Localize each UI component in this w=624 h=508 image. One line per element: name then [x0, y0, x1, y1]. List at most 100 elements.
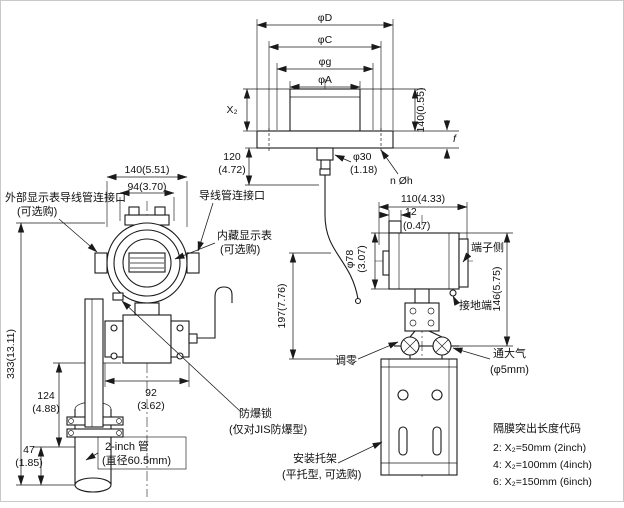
- dim-phi-a: φA: [289, 74, 361, 91]
- dim-height-right-label: 140(0.55): [415, 88, 427, 133]
- dim-92: 92 (3.62): [104, 377, 190, 412]
- label-bracket-line1: 安装托架: [293, 451, 337, 465]
- flameproof-lock-screw: [112, 292, 124, 301]
- dim-12-mm: 12: [405, 206, 417, 218]
- dim-94-label: 94(3.70): [127, 181, 166, 193]
- dim-124-mm: 124: [37, 390, 55, 402]
- conduit-boss-left: [94, 252, 108, 274]
- side-view: 110(4.33) 12 (0.47) φ78 (3.07) 146(5.75): [282, 193, 529, 481]
- dim-phi78-mm: φ78: [344, 250, 356, 269]
- terminal-cover: [458, 238, 469, 288]
- dim-124-in: (4.88): [32, 403, 59, 415]
- dim-12: 12 (0.47): [379, 206, 430, 232]
- label-vent-line1: 通大气: [493, 346, 526, 360]
- dim-110-label: 110(4.33): [401, 193, 445, 205]
- label-zero-adjust: 调零: [335, 341, 399, 367]
- dim-120-in: (4.72): [218, 164, 245, 176]
- legend-item-2: 4: X₂=100mm (4inch): [493, 459, 592, 471]
- dim-110: 110(4.33): [378, 193, 468, 211]
- dim-94: 94(3.70): [119, 181, 175, 197]
- transmitter-side: [382, 220, 469, 297]
- top-flange-view: φD φC φg φA X₂: [218, 12, 459, 187]
- label-indicator-line1: 内藏显示表: [217, 228, 272, 242]
- legend-item-1: 2: X₂=50mm (2inch): [493, 442, 586, 454]
- label-phi30: φ30 (1.18): [334, 151, 377, 176]
- dim-47-mm: 47: [23, 444, 35, 456]
- legend-diaphragm-codes: 隔膜突出长度代码 2: X₂=50mm (2inch) 4: X₂=100mm …: [493, 421, 592, 488]
- flange-neck: [316, 147, 334, 176]
- dim-146-label: 146(5.75): [491, 267, 503, 312]
- label-2inch-pipe: 2-inch 管 (直径60.5mm): [85, 436, 187, 470]
- extension-lines-front: [16, 181, 190, 486]
- ground-screw: [449, 289, 457, 297]
- dim-12-in: (0.47): [403, 220, 430, 232]
- drain-vent-tube: [197, 286, 233, 339]
- dim-333-label: 333(13.11): [5, 329, 17, 379]
- dim-phi30-in: (1.18): [350, 164, 377, 176]
- label-bolt-holes: n Øh: [380, 149, 413, 187]
- dim-197: 197(7.76): [276, 252, 345, 360]
- label-pipe-line2: (直径60.5mm): [102, 453, 171, 467]
- dim-phi-d: φD: [256, 12, 394, 29]
- dim-140-label: 140(5.51): [125, 164, 170, 176]
- label-vent-line2: (φ5mm): [490, 364, 529, 376]
- transmitter-head-front: [94, 206, 200, 304]
- dim-140: 140(5.51): [106, 164, 188, 181]
- process-connection-side: [404, 288, 440, 332]
- label-ground-terminal: 接地端: [452, 295, 492, 312]
- dim-146: 146(5.75): [491, 232, 511, 347]
- label-ext-conduit: 外部显示表导线管连接口 (可选购): [5, 190, 126, 253]
- dim-phi78-in: (3.07): [356, 245, 368, 272]
- label-ext-conduit-line2: (可选购): [17, 204, 57, 218]
- lcd-display: [128, 252, 166, 273]
- dim-phi30-mm: φ30: [353, 151, 372, 163]
- label-lock-line1: 防爆锁: [239, 406, 272, 420]
- manifold-valves: [394, 330, 459, 363]
- label-vent-atmosphere: 通大气 (φ5mm): [452, 346, 529, 376]
- dim-120-mm: 120: [223, 151, 241, 163]
- legend-item-3: 6: X₂=150mm (6inch): [493, 476, 592, 488]
- mounting-bracket-side: [380, 358, 458, 476]
- mounting-bracket-front: [84, 298, 104, 428]
- label-flameproof-lock: 防爆锁 (仅对JIS防爆型): [121, 300, 307, 436]
- front-view: 140(5.51) 94(3.70): [5, 164, 307, 493]
- label-zero-text: 调零: [335, 354, 357, 367]
- dim-197-label: 197(7.76): [276, 284, 288, 329]
- dim-phi-g-label: φg: [319, 56, 332, 68]
- label-lock-line2: (仅对JIS防爆型): [229, 422, 307, 436]
- dim-120: 120 (4.72): [218, 147, 253, 186]
- diaphragm-extension-block: [289, 88, 361, 132]
- process-flange-front: [104, 286, 233, 364]
- dim-92-mm: 92: [145, 387, 157, 399]
- bolt-holes-label: n Øh: [390, 175, 413, 187]
- label-mounting-bracket: 安装托架 (平托型, 可选购): [282, 441, 383, 481]
- label-terminal-side: 端子侧: [462, 241, 504, 263]
- dim-phi-a-label: φA: [318, 74, 332, 86]
- dim-height-right: 140(0.55): [411, 88, 427, 133]
- conduit-boss-right: [186, 252, 200, 274]
- label-ground-text: 接地端: [459, 299, 492, 312]
- label-bracket-line2: (平托型, 可选购): [282, 467, 361, 481]
- dim-phi-g: φg: [276, 56, 374, 73]
- label-conduit-text: 导线管连接口: [199, 188, 265, 202]
- dim-flange-thickness-f: f: [443, 120, 457, 159]
- dim-47: 47 (1.85): [15, 444, 45, 486]
- label-pipe-line1: 2-inch 管: [105, 439, 149, 453]
- label-ext-conduit-line1: 外部显示表导线管连接口: [5, 190, 126, 204]
- dim-phi-c: φC: [268, 34, 382, 51]
- dim-92-in: (3.62): [137, 400, 164, 412]
- vent-plug: [188, 333, 198, 344]
- dim-phi-d-label: φD: [318, 12, 333, 24]
- label-conduit-connection: 导线管连接口: [197, 188, 265, 252]
- dim-47-in: (1.85): [15, 457, 42, 469]
- dim-333: 333(13.11): [5, 222, 25, 486]
- label-built-in-indicator: 内藏显示表 (可选购): [174, 228, 272, 260]
- dim-phi78: φ78 (3.07): [344, 232, 379, 290]
- conduit-nub: [388, 220, 402, 234]
- dim-f-label: f: [453, 133, 457, 145]
- label-indicator-line2: (可选购): [220, 242, 260, 256]
- label-terminal-text: 端子侧: [471, 241, 504, 254]
- legend-title: 隔膜突出长度代码: [493, 421, 581, 435]
